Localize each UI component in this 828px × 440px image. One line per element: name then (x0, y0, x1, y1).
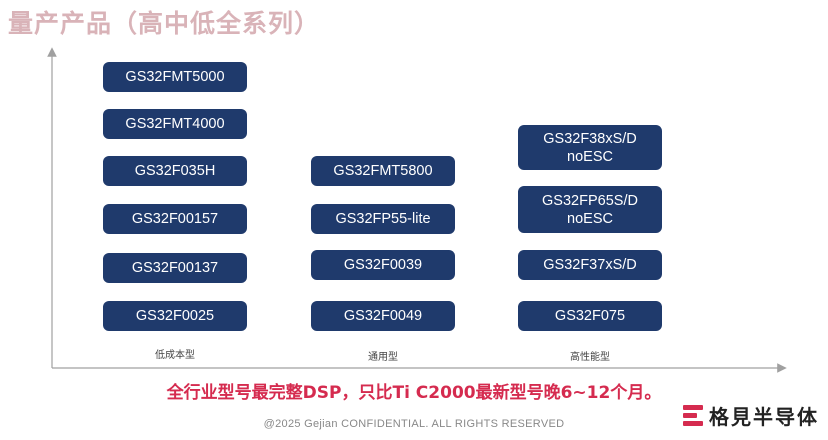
product-chip-gs32fmt5800: GS32FMT5800 (311, 156, 455, 186)
product-chip-gs32f37xs-d: GS32F37xS/D (518, 250, 662, 280)
product-chip-gs32f00157: GS32F00157 (103, 204, 247, 234)
product-chip-gs32f075: GS32F075 (518, 301, 662, 331)
product-chip-gs32f035h: GS32F035H (103, 156, 247, 186)
page-title: 量产产品（高中低全系列） (8, 9, 321, 38)
product-chip-gs32fp55-lite: GS32FP55-lite (311, 204, 455, 234)
chip-line-2: noESC (567, 210, 613, 227)
headline: 全行业型号最完整DSP，只比Ti C2000最新型号晚6~12个月。 (166, 383, 662, 403)
copyright-footer: @2025 Gejian CONFIDENTIAL. ALL RIGHTS RE… (263, 418, 565, 430)
chip-line-1: GS32FP65S/D (542, 192, 638, 209)
category-label-high-performance: 高性能型 (570, 352, 610, 363)
chip-line-2: noESC (567, 148, 613, 165)
stacked-bars-logo-icon (683, 403, 703, 429)
product-chip-gs32f00137: GS32F00137 (103, 253, 247, 283)
product-chip-gs32f0025: GS32F0025 (103, 301, 247, 331)
logo-text: 格見半导体 (709, 405, 819, 429)
product-chip-gs32fmt5000: GS32FMT5000 (103, 62, 247, 92)
category-label-low-cost: 低成本型 (155, 350, 195, 361)
company-logo: 格見半导体 (683, 401, 819, 430)
product-chip-gs32f38xs-d-noesc: GS32F38xS/D noESC (518, 125, 662, 170)
product-chip-gs32f0049: GS32F0049 (311, 301, 455, 331)
product-chip-gs32fp65s-d-noesc: GS32FP65S/D noESC (518, 186, 662, 233)
product-chip-gs32f0039: GS32F0039 (311, 250, 455, 280)
category-label-general: 通用型 (368, 352, 398, 363)
product-chip-gs32fmt4000: GS32FMT4000 (103, 109, 247, 139)
chip-line-1: GS32F38xS/D (543, 130, 637, 147)
